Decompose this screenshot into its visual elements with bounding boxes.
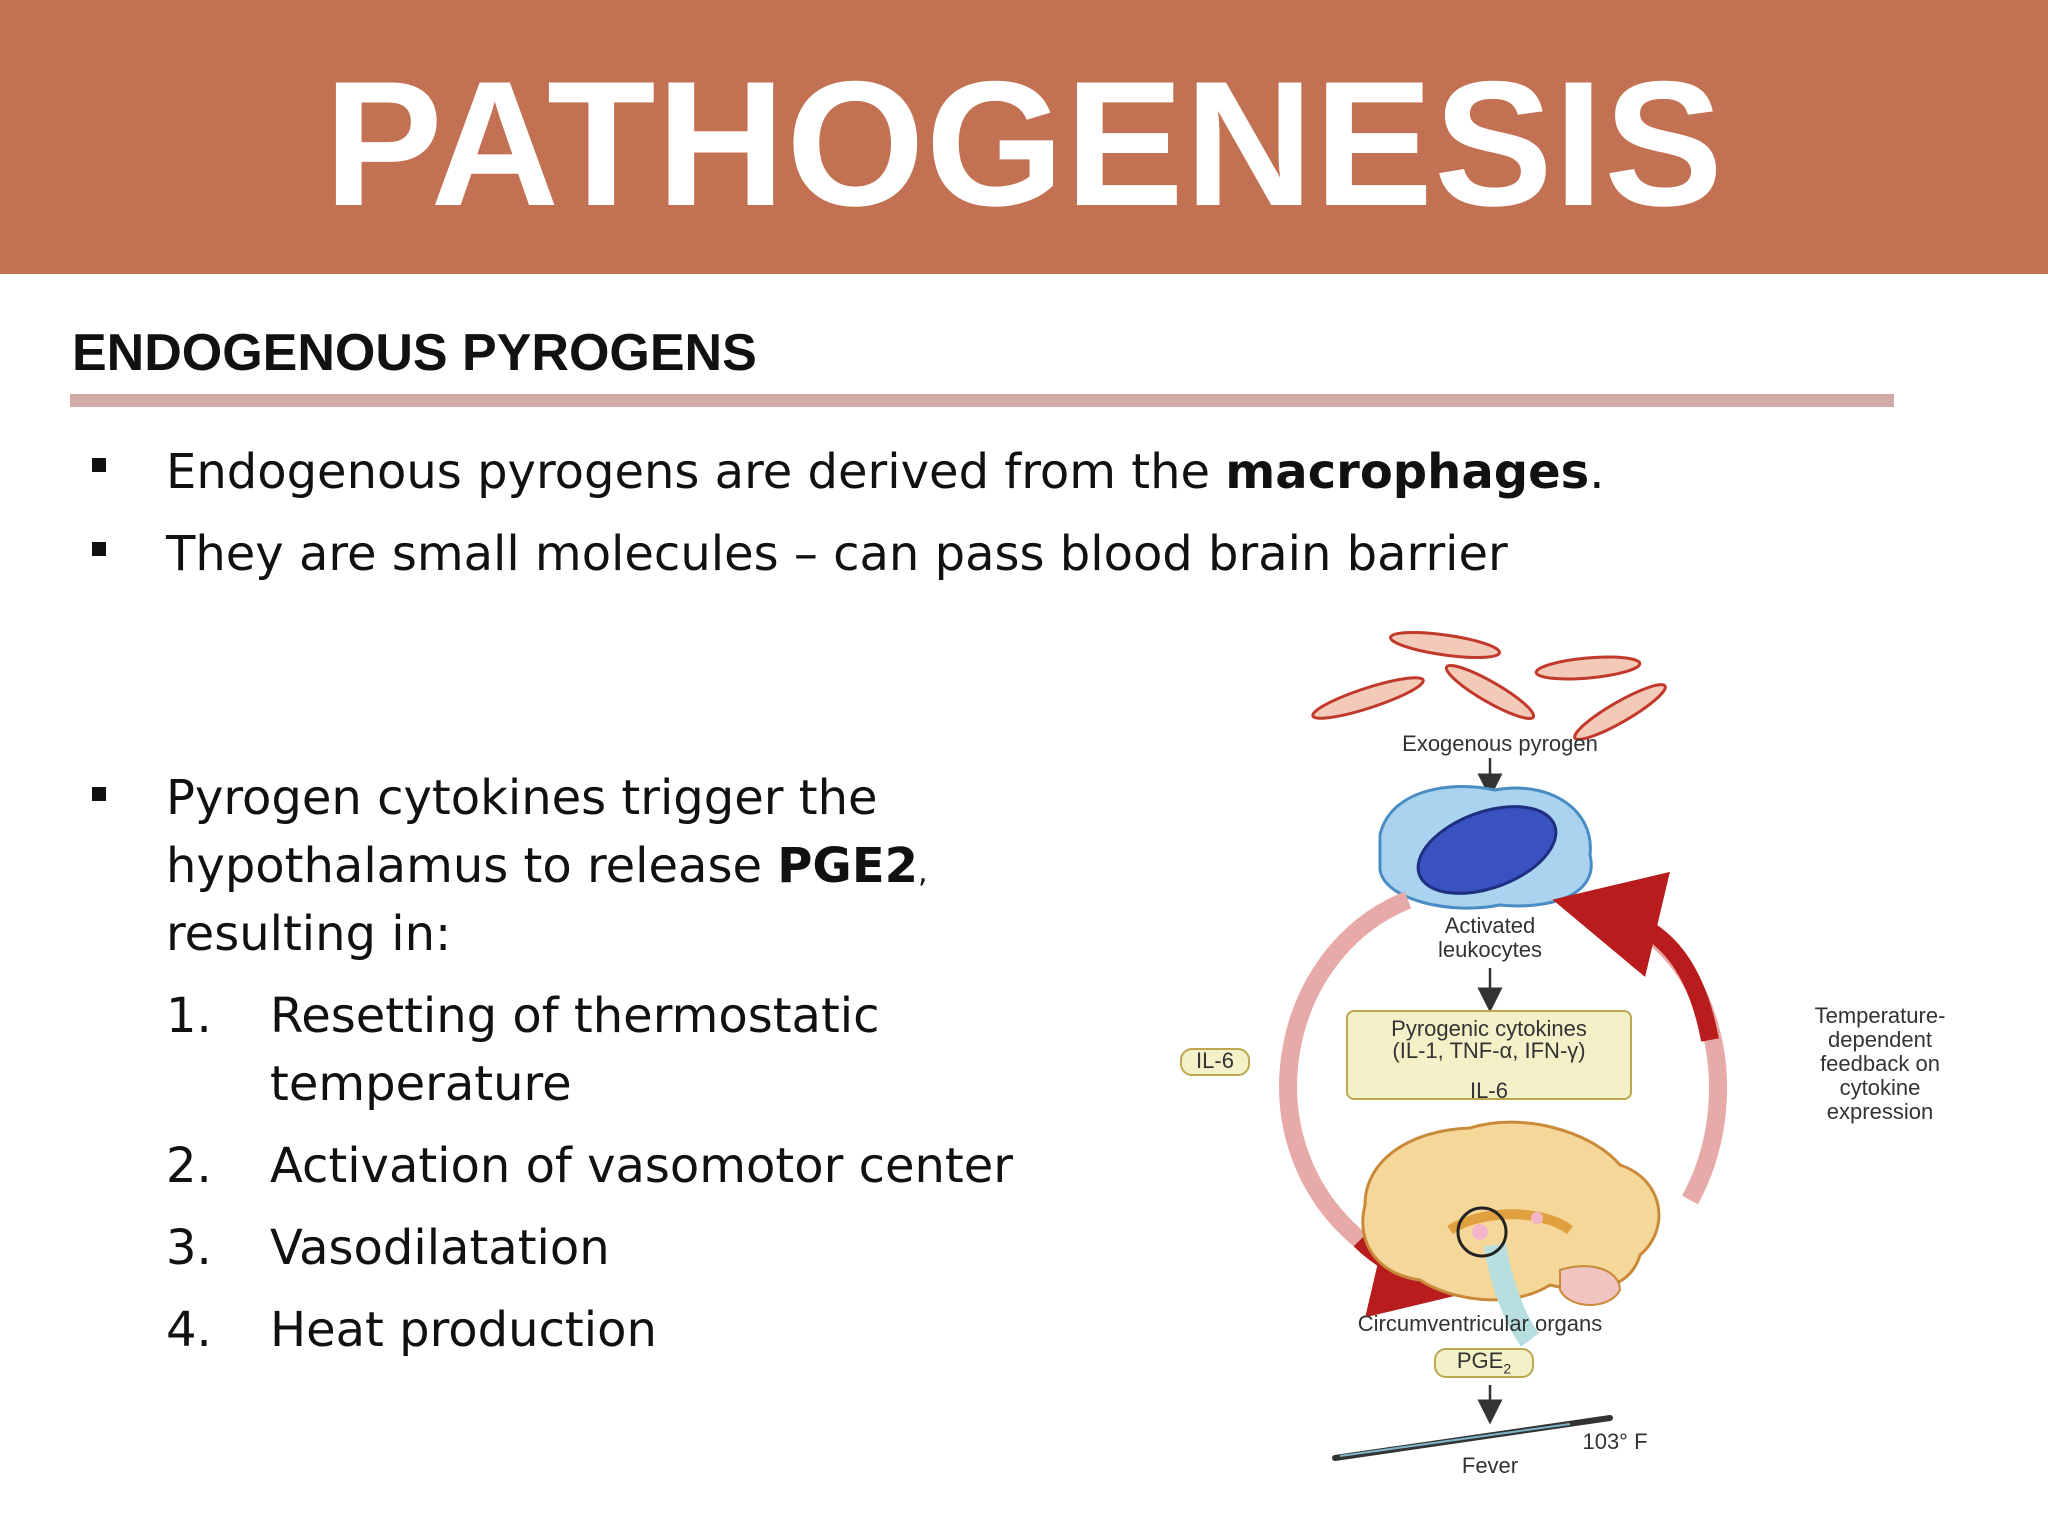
list-item-number: 1. [166,988,212,1044]
title-banner: PATHOGENESIS [0,0,2048,274]
diagram-label-organs: Circumventricular organs [1357,1311,1603,1336]
bullet-text-3-line1: Pyrogen cytokines trigger the [166,770,878,826]
heading-divider [70,394,1894,407]
bullet-marker [92,458,106,472]
list-item-text: temperature [270,1056,572,1112]
cytokines-box: Pyrogenic cytokines (IL-1, TNF-α, IFN-γ)… [1346,1010,1632,1102]
list-item-number: 4. [166,1302,212,1358]
list-item-text: Vasodilatation [270,1220,610,1276]
list-item-number: 3. [166,1220,212,1276]
list-item-text: Heat production [270,1302,657,1358]
bullet-text-3-line3: resulting in: [166,906,452,962]
bullet-marker [92,787,106,801]
list-item-text: Resetting of thermostatic [270,988,880,1044]
section-heading: ENDOGENOUS PYROGENS [72,324,757,382]
slide-title: PATHOGENESIS [324,44,1724,243]
bullet-marker [92,542,106,556]
bullet-text-1: Endogenous pyrogens are derived from the… [166,444,1605,500]
bullet-text-2: They are small molecules – can pass bloo… [166,526,1508,582]
list-item-text: Activation of vasomotor center [270,1138,1014,1194]
list-item-number: 2. [166,1138,212,1194]
diagram-label-feedback: Temperature- dependent feedback on cytok… [1814,1003,1946,1124]
bullet-text-3-line2: hypothalamus to release PGE2, [166,838,928,894]
bacteria-icon [1311,630,1667,741]
pge2-badge: PGE2 [1434,1348,1534,1378]
diagram-label-temperature: 103° F [1582,1429,1648,1454]
leukocyte-icon [1378,784,1593,910]
diagram-graphics [1279,630,1727,1461]
diagram-label-fever: Fever [1461,1453,1519,1478]
brain-icon [1361,1120,1661,1347]
diagram-label-exogenous: Exogenous pyrogen [1402,731,1598,756]
thermometer-icon [1332,1415,1613,1461]
il6-side-badge: IL-6 [1180,1048,1250,1076]
